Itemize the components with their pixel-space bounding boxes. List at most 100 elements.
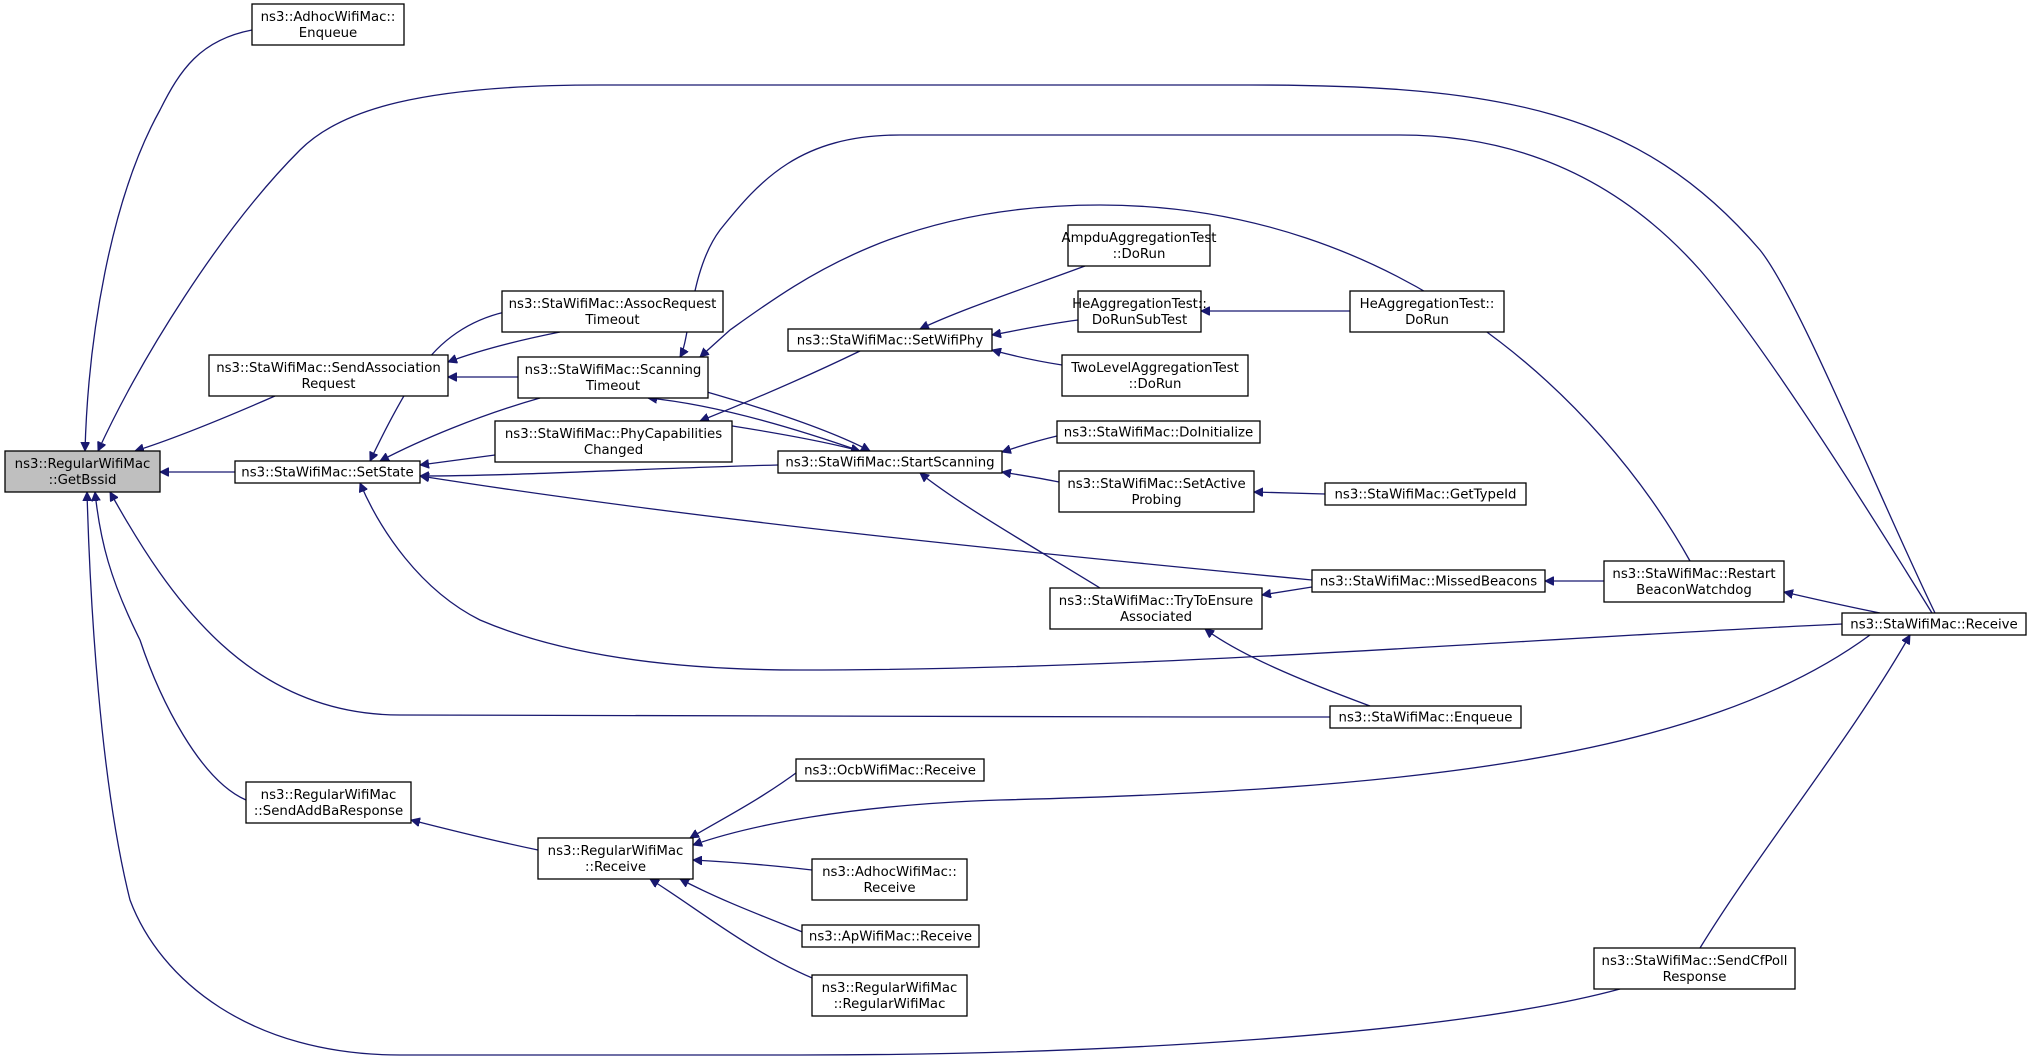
node-label: ns3::StaWifiMac::Receive <box>1850 618 2017 633</box>
edge-ap-receive-to-rw-receive <box>680 878 811 936</box>
node-box <box>208 354 449 397</box>
edge-ocb-receive-to-rw-receive <box>690 769 801 839</box>
node-box <box>777 450 1003 474</box>
node-box <box>4 450 161 493</box>
edge-scan-timeout-to-startscan <box>699 389 870 452</box>
edge-assoc-timeout-to-send-assoc <box>448 331 561 362</box>
node-label: Probing <box>1131 493 1181 508</box>
node-startscan[interactable]: ns3::StaWifiMac::StartScanning <box>777 450 1003 474</box>
node-label: ns3::StaWifiMac::SetState <box>241 466 413 481</box>
node-label: BeaconWatchdog <box>1636 583 1752 598</box>
node-label: ::Receive <box>585 860 646 875</box>
node-heagg-sub[interactable]: HeAggregationTest::DoRunSubTest <box>1072 290 1207 333</box>
node-ocb-receive[interactable]: ns3::OcbWifiMac::Receive <box>795 758 985 782</box>
node-label: AmpduAggregationTest <box>1062 231 1217 246</box>
node-label: Request <box>301 377 355 392</box>
node-doinit[interactable]: ns3::StaWifiMac::DoInitialize <box>1056 420 1261 444</box>
node-label: ns3::ApWifiMac::Receive <box>809 930 972 945</box>
node-label: ::DoRun <box>1129 377 1182 392</box>
edge-send-addba-to-getbssid <box>95 492 247 801</box>
node-gettypeid[interactable]: ns3::StaWifiMac::GetTypeId <box>1324 482 1527 506</box>
node-missed[interactable]: ns3::StaWifiMac::MissedBeacons <box>1311 569 1546 593</box>
edge-startscan-to-setstate <box>420 464 779 476</box>
edge-ampdu-to-setwifiphy <box>920 265 1086 329</box>
edge-sta-receive-to-getbssid <box>98 84 1936 614</box>
node-label: Response <box>1663 970 1727 985</box>
node-setwifiphy[interactable]: ns3::StaWifiMac::SetWifiPhy <box>787 328 993 352</box>
node-label: ns3::AdhocWifiMac:: <box>261 10 396 25</box>
node-label: ns3::StaWifiMac::StartScanning <box>785 456 994 471</box>
edge-gettypeid-to-setactive <box>1254 492 1326 494</box>
node-box <box>1056 420 1261 444</box>
node-label: ns3::StaWifiMac::MissedBeacons <box>1320 575 1537 590</box>
node-ampdu[interactable]: AmpduAggregationTest::DoRun <box>1062 224 1217 267</box>
node-sta-receive[interactable]: ns3::StaWifiMac::Receive <box>1841 612 2027 636</box>
edge-send-assoc-to-getbssid <box>135 395 276 451</box>
node-label: Timeout <box>585 379 640 394</box>
node-label: ns3::RegularWifiMac <box>261 788 397 803</box>
edge-heagg-sub-to-setwifiphy <box>992 319 1079 335</box>
node-label: ns3::StaWifiMac::GetTypeId <box>1335 488 1517 503</box>
node-box <box>501 290 724 333</box>
node-sta-enqueue[interactable]: ns3::StaWifiMac::Enqueue <box>1329 705 1522 729</box>
node-box <box>245 781 412 824</box>
node-send-addba[interactable]: ns3::RegularWifiMac::SendAddBaResponse <box>245 781 412 824</box>
node-rw-ctor[interactable]: ns3::RegularWifiMac::RegularWifiMac <box>811 974 968 1017</box>
edge-trytoensure-to-startscan <box>920 473 1101 589</box>
node-box <box>1349 290 1505 333</box>
edge-phycap-to-setstate <box>420 454 496 465</box>
edge-setwifiphy-to-phycap <box>700 350 861 421</box>
node-box <box>517 356 709 399</box>
node-setstate[interactable]: ns3::StaWifiMac::SetState <box>234 460 421 484</box>
edge-sta-receive-to-rw-receive <box>693 634 1871 845</box>
node-label: Changed <box>584 443 643 458</box>
node-box <box>1841 612 2027 636</box>
edge-sta-enqueue-to-getbssid <box>109 492 1330 718</box>
node-box <box>1593 947 1796 990</box>
node-twolevel[interactable]: TwoLevelAggregationTest::DoRun <box>1061 354 1249 397</box>
node-label: ns3::StaWifiMac::SetWifiPhy <box>797 334 984 349</box>
node-box <box>234 460 421 484</box>
node-label: ns3::StaWifiMac::SetActive <box>1067 477 1245 492</box>
node-rw-receive[interactable]: ns3::RegularWifiMac::Receive <box>537 837 694 880</box>
node-label: TwoLevelAggregationTest <box>1070 361 1239 376</box>
edge-doinit-to-startscan <box>1002 435 1058 452</box>
node-box <box>787 328 993 352</box>
edge-scan-timeout-to-setstate <box>380 397 541 462</box>
node-adhoc-enqueue[interactable]: ns3::AdhocWifiMac::Enqueue <box>251 3 405 46</box>
node-label: ns3::RegularWifiMac <box>822 981 958 996</box>
edge-cfpoll-to-getbssid <box>87 492 1621 1056</box>
node-getbssid[interactable]: ns3::RegularWifiMac::GetBssid <box>4 450 161 493</box>
edge-rw-receive-to-send-addba <box>411 820 539 851</box>
nodes: ns3::RegularWifiMac::GetBssidns3::AdhocW… <box>4 3 2027 1017</box>
edges <box>85 29 1936 1056</box>
edge-sta-receive-to-setstate <box>360 483 1843 671</box>
edge-sta-receive-to-restart <box>1784 592 1881 614</box>
node-label: ns3::OcbWifiMac::Receive <box>804 764 976 779</box>
node-label: HeAggregationTest:: <box>1360 297 1495 312</box>
node-label: ns3::RegularWifiMac <box>15 457 151 472</box>
node-box <box>251 3 405 46</box>
edge-sta-enqueue-to-trytoensure <box>1205 629 1371 707</box>
node-box <box>1311 569 1546 593</box>
node-box <box>795 758 985 782</box>
edge-missed-to-trytoensure <box>1262 586 1313 595</box>
node-heagg-run[interactable]: HeAggregationTest::DoRun <box>1349 290 1505 333</box>
edge-cfpoll-to-sta-receive <box>1699 635 1911 949</box>
node-box <box>811 974 968 1017</box>
node-adhoc-receive[interactable]: ns3::AdhocWifiMac::Receive <box>811 858 968 901</box>
node-label: ns3::StaWifiMac::DoInitialize <box>1064 426 1253 441</box>
node-label: Enqueue <box>299 26 358 41</box>
edge-missed-to-setstate <box>420 476 1313 581</box>
node-label: Receive <box>863 881 915 896</box>
node-ap-receive[interactable]: ns3::ApWifiMac::Receive <box>801 924 980 948</box>
